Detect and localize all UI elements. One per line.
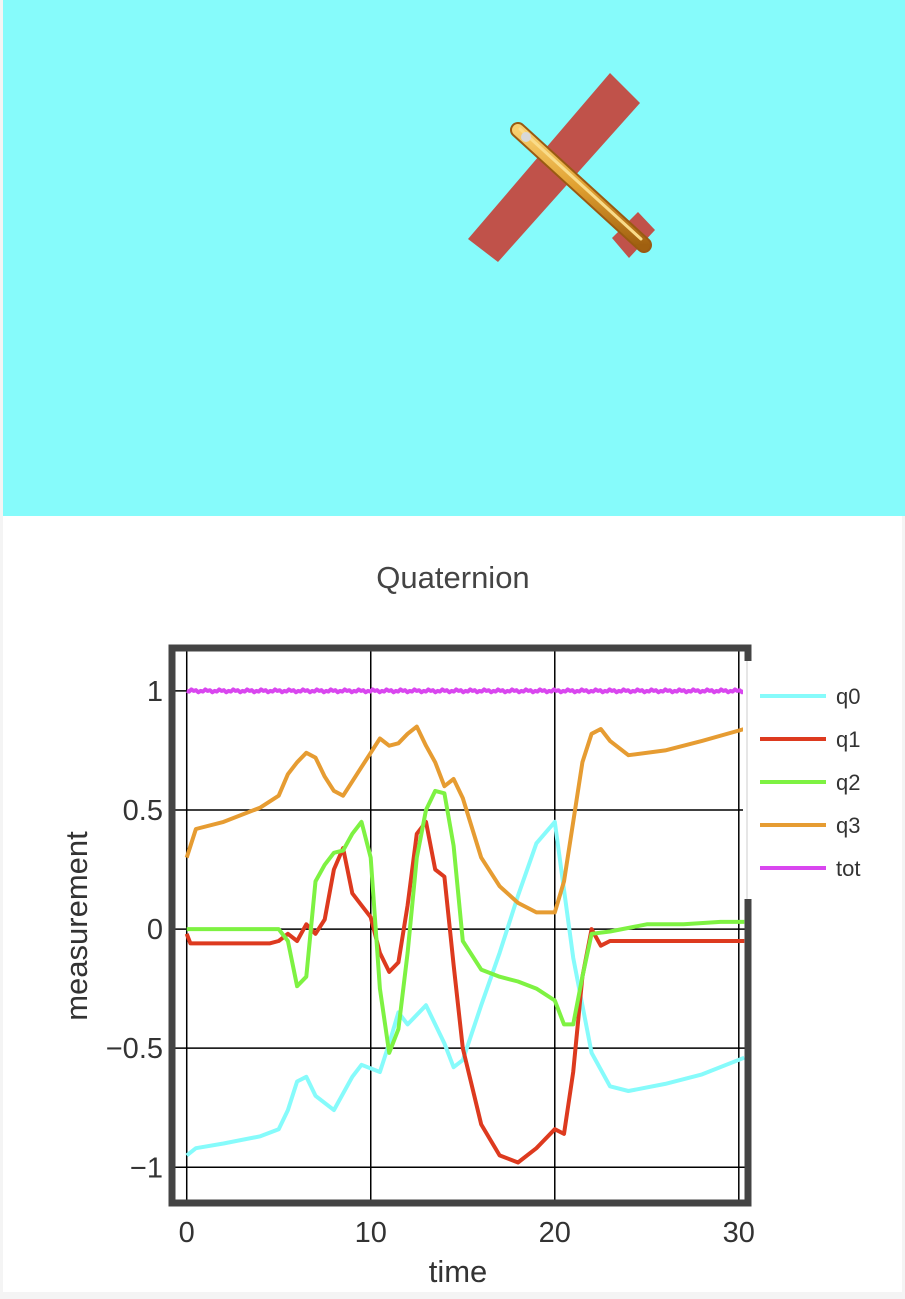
legend-label: q1	[836, 727, 860, 752]
series-line-tot	[186, 687, 746, 695]
series-lines	[184, 687, 746, 1165]
series-line-q1	[184, 819, 745, 1165]
legend-item-tot[interactable]: tot	[760, 856, 860, 881]
series-line-q3	[184, 724, 745, 915]
legend-label: q2	[836, 770, 860, 795]
series-line-q2	[186, 788, 745, 1055]
legend-label: tot	[836, 856, 860, 881]
chart-panel: Quaternion 0 10 20 30 −1 −0.5 0 0.5 1 time measu…	[3, 516, 902, 1292]
propeller-hub	[521, 132, 531, 142]
legend-item-q2[interactable]: q2	[760, 770, 860, 795]
quaternion-chart: Quaternion 0 10 20 30 −1 −0.5 0 0.5 1 time measu…	[59, 560, 902, 1289]
legend[interactable]: q0 q1 q2 q3 tot	[743, 661, 902, 899]
airplane-scene	[3, 0, 905, 516]
y-tick-label: 1	[147, 676, 163, 708]
chart-title: Quaternion	[376, 560, 529, 595]
series-line-q0	[185, 819, 746, 1157]
airplane-model	[468, 73, 655, 262]
y-axis-label: measurement	[59, 831, 94, 1021]
tick-labels: 0 10 20 30 −1 −0.5 0 0.5 1	[106, 676, 755, 1249]
airplane-fuselage	[510, 122, 652, 253]
x-tick-label: 0	[179, 1217, 195, 1249]
legend-label: q0	[836, 684, 860, 709]
legend-label: q3	[836, 813, 860, 838]
y-tick-label: 0	[147, 914, 163, 946]
legend-item-q0[interactable]: q0	[760, 684, 860, 709]
legend-item-q1[interactable]: q1	[760, 727, 860, 752]
x-tick-label: 30	[723, 1217, 755, 1249]
x-tick-label: 20	[539, 1217, 571, 1249]
plot-frame	[168, 644, 752, 1207]
legend-item-q3[interactable]: q3	[760, 813, 860, 838]
x-tick-label: 10	[355, 1217, 387, 1249]
y-tick-label: 0.5	[123, 795, 163, 827]
y-tick-label: −0.5	[106, 1033, 163, 1065]
y-tick-label: −1	[130, 1152, 163, 1184]
x-axis-label: time	[429, 1254, 488, 1289]
